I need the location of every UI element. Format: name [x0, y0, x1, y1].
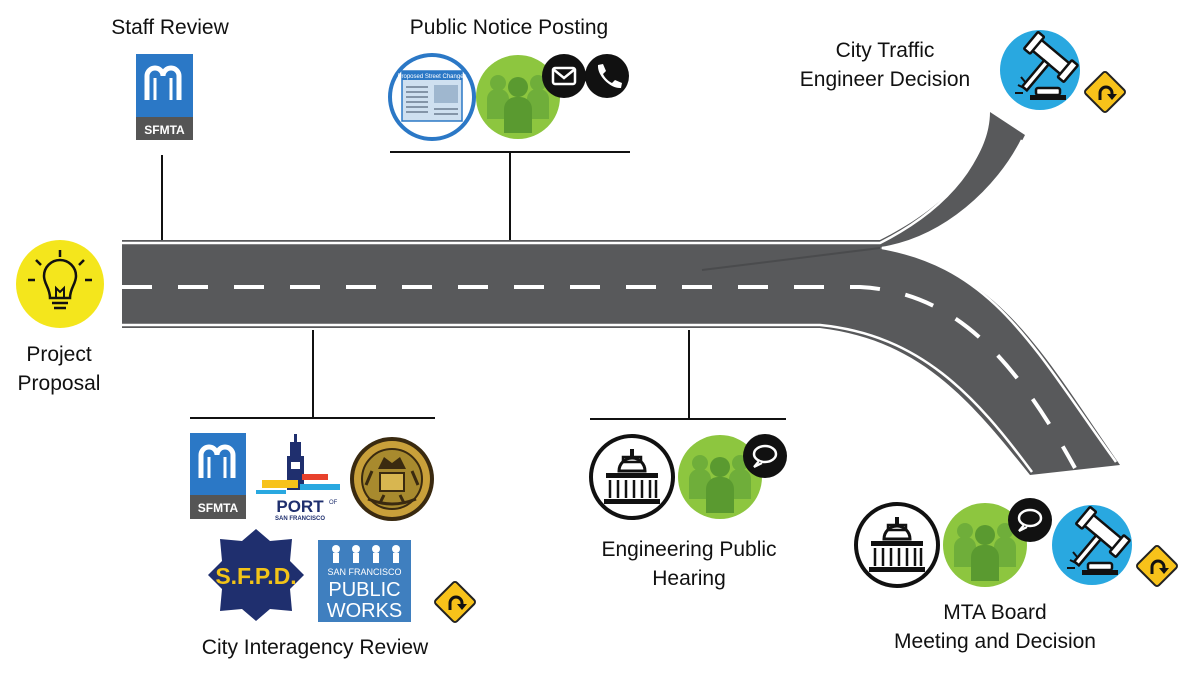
svg-text:SFMTA: SFMTA: [198, 501, 239, 515]
detour-sign-icon: [432, 579, 478, 625]
svg-text:SFMTA: SFMTA: [144, 123, 185, 137]
mta-board-line2: Meeting and Decision: [894, 630, 1096, 653]
city-seal-icon: [350, 437, 434, 521]
city-hall-icon: [589, 434, 675, 520]
svg-text:OF: OF: [329, 500, 338, 506]
mta-board-line1: MTA Board: [943, 601, 1047, 624]
engineering-hearing-label: Engineering Public Hearing: [578, 535, 800, 593]
port-logo: PORT OF SAN FRANCISCO: [256, 434, 340, 522]
lightbulb-icon: [16, 240, 104, 328]
svg-text:WORKS: WORKS: [327, 600, 403, 622]
public-notice-title: Public Notice Posting: [409, 16, 609, 39]
sfpd-badge-icon: S.F.P.D.: [208, 529, 304, 621]
speech-bubble-icon: [1006, 496, 1054, 544]
svg-text:SAN FRANCISCO: SAN FRANCISCO: [327, 567, 401, 577]
svg-text:PUBLIC: PUBLIC: [328, 579, 400, 601]
svg-text:S.F.P.D.: S.F.P.D.: [215, 563, 296, 589]
connector-lines: [161, 151, 786, 420]
city-traffic-engineer-line1: City Traffic: [835, 39, 935, 62]
mail-icon: [542, 54, 586, 98]
project-proposal-label: Project Proposal: [0, 340, 118, 398]
engineering-hearing-line2: Hearing: [652, 567, 726, 590]
interagency-review-label: City Interagency Review: [175, 633, 455, 662]
detour-sign-icon: [1134, 543, 1180, 589]
mta-board-label: MTA Board Meeting and Decision: [868, 598, 1122, 656]
detour-sign-icon: [1082, 69, 1128, 115]
road: [122, 112, 1120, 475]
svg-text:Proposed Street Changes: Proposed Street Changes: [397, 74, 466, 80]
staff-review-label: Staff Review: [90, 13, 250, 42]
svg-text:SAN FRANCISCO: SAN FRANCISCO: [275, 516, 325, 522]
sfmta-logo: SFMTA: [136, 54, 193, 140]
project-proposal-line1: Project: [26, 343, 92, 366]
city-hall-icon: [854, 502, 940, 588]
city-traffic-engineer-label: City Traffic Engineer Decision: [780, 36, 990, 94]
public-notice-label: Public Notice Posting: [380, 13, 638, 42]
sfmta-logo: SFMTA: [190, 433, 246, 519]
staff-review-title: Staff Review: [111, 16, 229, 39]
engineering-hearing-line1: Engineering Public: [601, 538, 777, 561]
gavel-icon: [1050, 503, 1134, 587]
interagency-review-title: City Interagency Review: [201, 636, 429, 659]
public-works-logo: SAN FRANCISCO PUBLIC WORKS: [318, 540, 411, 622]
city-traffic-engineer-line2: Engineer Decision: [799, 68, 971, 91]
svg-text:PORT: PORT: [276, 497, 324, 516]
phone-icon: [585, 54, 629, 98]
gavel-icon: [998, 28, 1082, 112]
speech-bubble-icon: [741, 432, 789, 480]
notice-document-icon: Proposed Street Changes: [388, 53, 476, 141]
project-proposal-line2: Proposal: [17, 372, 101, 395]
